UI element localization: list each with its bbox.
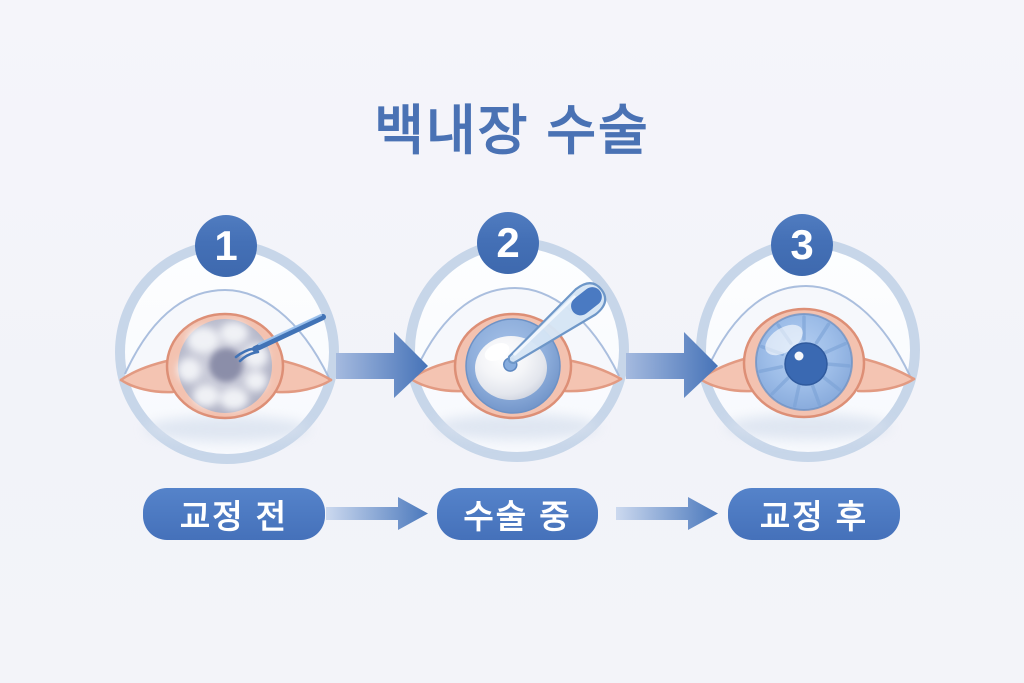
arrow-right-icon xyxy=(336,332,428,398)
eye-illustration-cataract xyxy=(115,240,339,464)
iol-cartridge xyxy=(571,287,602,316)
arrow-right-icon xyxy=(326,497,428,530)
step-label-after: 교정 후 xyxy=(728,488,900,540)
inner-shadow xyxy=(726,414,890,440)
eye-illustration-healthy xyxy=(696,238,920,462)
step-number: 3 xyxy=(790,221,814,268)
cloudy-pupil xyxy=(209,348,243,382)
step-number-badge-1: 1 xyxy=(195,215,257,277)
iris-rim xyxy=(755,313,853,411)
upper-eyelid-line xyxy=(414,286,620,377)
step-number-badge-3: 3 xyxy=(771,214,833,276)
step-label-text: 교정 후 xyxy=(759,498,869,535)
page-title: 백내장 수술 xyxy=(374,101,650,161)
step-number-badge-2: 2 xyxy=(477,212,539,274)
eye-corners xyxy=(119,358,333,394)
step-label-before: 교정 전 xyxy=(143,488,325,540)
arrow-right-icon xyxy=(626,332,718,398)
pupil-highlight xyxy=(794,351,804,361)
step-label-text: 교정 전 xyxy=(179,498,289,535)
cataract-clouds xyxy=(177,322,268,410)
arrow-right-icon xyxy=(616,497,718,530)
step-number: 1 xyxy=(214,222,238,269)
eye-corners xyxy=(698,356,916,393)
lens-injector-icon xyxy=(503,282,607,372)
inner-shadow xyxy=(145,416,309,442)
upper-eyelid-line xyxy=(705,284,911,377)
pupil xyxy=(784,342,828,386)
step-label-during: 수술 중 xyxy=(437,488,598,540)
step-number: 2 xyxy=(496,219,520,266)
step-label-text: 수술 중 xyxy=(463,498,572,535)
surgical-probe-icon xyxy=(234,313,326,363)
lens-highlight xyxy=(484,342,510,362)
inner-shadow xyxy=(435,414,599,440)
